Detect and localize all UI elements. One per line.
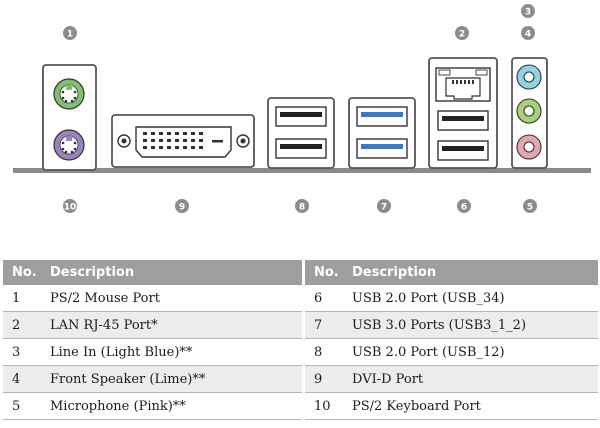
row-description: USB 2.0 Port (USB_12) (352, 338, 598, 366)
microphone-jack (516, 134, 542, 160)
callout-8: 8 (295, 199, 309, 213)
callout-number: 8 (299, 202, 305, 212)
row-no: 2 (3, 311, 50, 339)
row-no: 1 (3, 285, 50, 312)
table-row: 7 USB 3.0 Ports (USB3_1_2) (305, 311, 598, 339)
callout-number: 5 (527, 202, 533, 212)
io-shield-baseline (13, 168, 591, 173)
row-description: PS/2 Mouse Port (50, 285, 302, 312)
port-table-left: No. Description 1 PS/2 Mouse Port 2 LAN … (3, 260, 302, 420)
table-row: 10 PS/2 Keyboard Port (305, 392, 598, 420)
row-description: Microphone (Pink)** (50, 392, 302, 420)
table-row: 6 USB 2.0 Port (USB_34) (305, 285, 598, 312)
row-description: Line In (Light Blue)** (50, 338, 302, 366)
callout-number: 3 (525, 7, 531, 17)
row-description: USB 2.0 Port (USB_34) (352, 285, 598, 312)
row-no: 6 (305, 285, 352, 312)
row-no: 7 (305, 311, 352, 339)
callout-number: 9 (179, 202, 185, 212)
row-description: Front Speaker (Lime)** (50, 365, 302, 393)
table-row: 2 LAN RJ-45 Port* (3, 311, 302, 339)
row-description: LAN RJ-45 Port* (50, 311, 302, 339)
lan-rj45-port (435, 67, 491, 102)
header-description: Description (352, 260, 598, 285)
header-no: No. (3, 260, 50, 285)
usb3-port-stack (348, 97, 416, 169)
rear-io-diagram: 1 2 3 4 10 9 8 7 6 5 (13, 4, 591, 213)
callout-number: 4 (525, 29, 531, 39)
front-speaker-jack (516, 98, 542, 124)
table-row: 9 DVI-D Port (305, 365, 598, 393)
row-no: 5 (3, 392, 50, 420)
callout-number: 2 (459, 29, 465, 39)
ps2-mouse-port (53, 78, 85, 110)
callout-9: 9 (175, 199, 189, 213)
row-description: USB 3.0 Ports (USB3_1_2) (352, 311, 598, 339)
port-table-right: No. Description 6 USB 2.0 Port (USB_34) … (305, 260, 598, 420)
callout-number: 10 (64, 202, 77, 212)
header-no: No. (305, 260, 352, 285)
row-no: 10 (305, 392, 352, 420)
ps2-keyboard-port (53, 129, 85, 161)
dvi-d-port (111, 114, 255, 168)
table-row: 1 PS/2 Mouse Port (3, 285, 302, 312)
callout-10: 10 (63, 199, 77, 213)
row-description: PS/2 Keyboard Port (352, 392, 598, 420)
callout-number: 6 (461, 202, 467, 212)
callout-1: 1 (63, 26, 77, 40)
table-row: 5 Microphone (Pink)** (3, 392, 302, 420)
callout-7: 7 (377, 199, 391, 213)
row-no: 8 (305, 338, 352, 366)
usb2-port-stack-12 (267, 97, 335, 169)
ps2-port-stack (42, 64, 97, 171)
callout-6: 6 (457, 199, 471, 213)
callout-4: 4 (521, 26, 535, 40)
audio-jack-stack (511, 57, 548, 169)
row-description: DVI-D Port (352, 365, 598, 393)
table-row: 3 Line In (Light Blue)** (3, 338, 302, 366)
line-in-jack (516, 64, 542, 90)
header-description: Description (50, 260, 302, 285)
table-row: 8 USB 2.0 Port (USB_12) (305, 338, 598, 366)
row-no: 4 (3, 365, 50, 393)
callout-2: 2 (455, 26, 469, 40)
lan-usb2-stack (428, 57, 498, 169)
callout-5: 5 (523, 199, 537, 213)
callout-layer: 1 2 3 4 10 9 8 7 6 5 (63, 4, 537, 213)
callout-number: 7 (381, 202, 387, 212)
callout-number: 1 (67, 29, 73, 39)
row-no: 9 (305, 365, 352, 393)
table-row: 4 Front Speaker (Lime)** (3, 365, 302, 393)
callout-3: 3 (521, 4, 535, 18)
row-no: 3 (3, 338, 50, 366)
